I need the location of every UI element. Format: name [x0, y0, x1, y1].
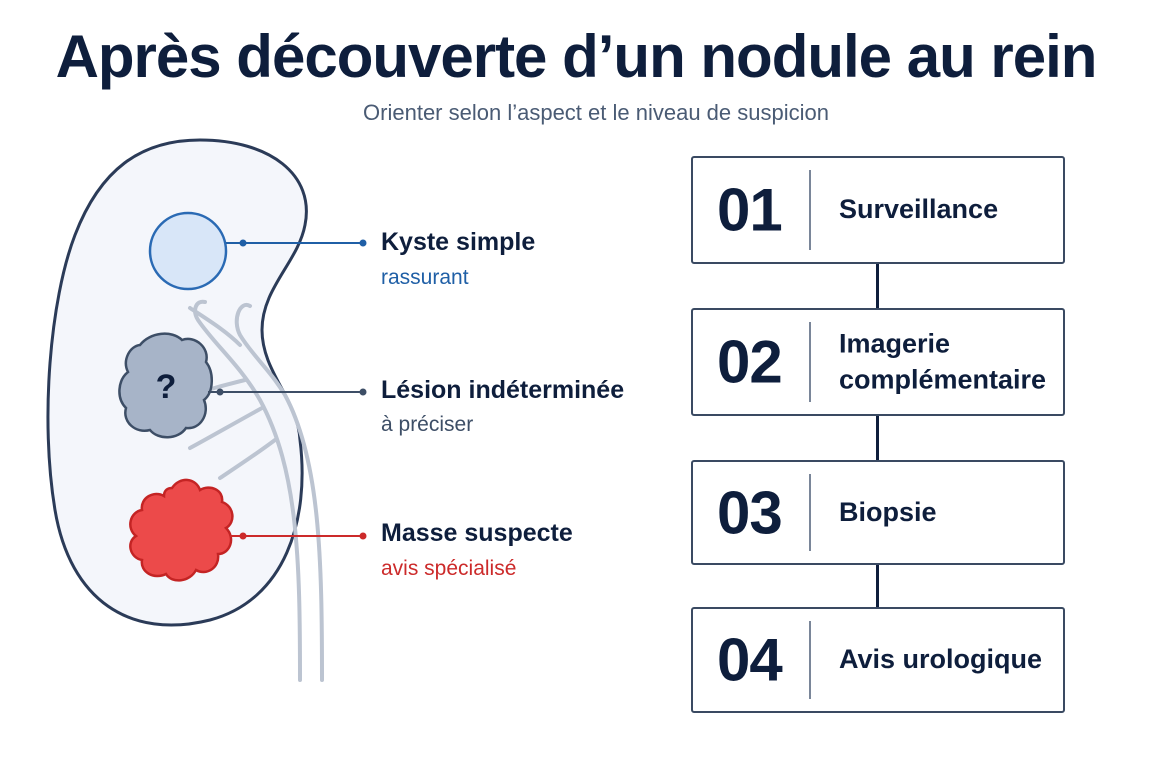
step-box-04: 04 Avis urologique [691, 607, 1065, 713]
step-connector [876, 564, 879, 608]
step-box-01: 01 Surveillance [691, 156, 1065, 264]
step-number: 03 [717, 479, 783, 546]
step-separator [809, 322, 811, 402]
page-subtitle: Orienter selon l’aspect et le niveau de … [363, 100, 829, 125]
page-title: Après découverte d’un nodule au rein [55, 23, 1098, 90]
step-number: 02 [717, 328, 783, 396]
lesion-label-mass: Masse suspecte [381, 519, 573, 547]
step-text: Imagerie complémentaire [839, 328, 1047, 394]
lesion-sublabel-cyst: rassurant [381, 266, 469, 289]
leader-lines [208, 239, 367, 540]
indeterminate-lesion-mark [118, 332, 213, 439]
suspect-mass-mark [129, 478, 234, 582]
lesion-label-indeterminate: Lésion indéterminée [381, 376, 625, 404]
step-separator [809, 621, 811, 699]
lesion-label-cyst: Kyste simple [381, 228, 536, 256]
step-connector [876, 415, 879, 461]
lesion-sublabel-indeterminate: à préciser [381, 413, 474, 436]
step-separator [809, 474, 811, 551]
step-number: 01 [717, 176, 783, 244]
step-separator [809, 170, 811, 250]
lesion-sublabel-mass: avis spécialisé [381, 557, 517, 580]
step-text: Avis urologique [839, 644, 1043, 675]
cyst-simple-mark [148, 211, 228, 291]
step-box-02: 02 Imagerie complémentaire [691, 308, 1065, 416]
step-connector [876, 263, 879, 309]
step-text: Biopsie [839, 496, 937, 527]
step-text: Surveillance [839, 194, 999, 225]
step-number: 04 [717, 626, 783, 694]
question-mark-icon: ? [156, 368, 177, 406]
step-box-03: 03 Biopsie [691, 460, 1065, 565]
